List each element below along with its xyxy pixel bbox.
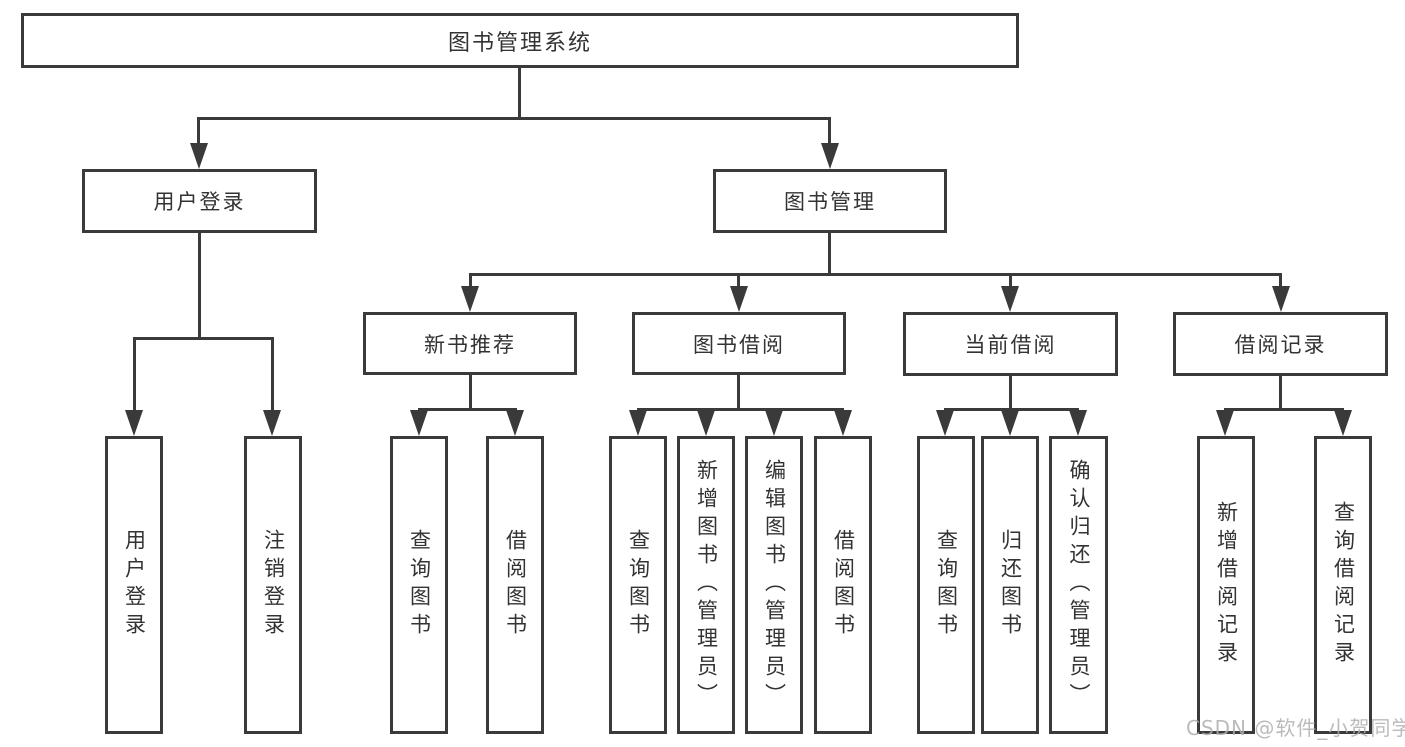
- connector-line: [637, 408, 844, 411]
- leaf-confirm-return-admin: 确认归还（管理员）: [1049, 436, 1108, 734]
- connector-line: [828, 120, 831, 144]
- arrow-down-icon: [629, 410, 647, 436]
- connector-line: [737, 276, 740, 286]
- arrow-down-icon: [834, 410, 852, 436]
- arrow-down-icon: [263, 410, 281, 436]
- arrow-down-icon: [190, 143, 208, 169]
- arrow-down-icon: [730, 286, 748, 312]
- connector-line: [418, 408, 517, 411]
- connector-line: [197, 120, 200, 144]
- leaf-user-login: 用户登录: [105, 436, 163, 734]
- connector-line: [197, 117, 831, 120]
- connector-line: [944, 408, 1079, 411]
- leaf-query-borrow-record: 查询借阅记录: [1314, 436, 1372, 734]
- leaf-query-books-3: 查询图书: [917, 436, 975, 734]
- node-book-management: 图书管理: [713, 169, 947, 233]
- arrow-down-icon: [410, 410, 428, 436]
- connector-line: [1009, 376, 1012, 408]
- arrow-down-icon: [697, 410, 715, 436]
- arrow-down-icon: [936, 410, 954, 436]
- leaf-query-books-2: 查询图书: [609, 436, 667, 734]
- node-current-borrow: 当前借阅: [903, 312, 1118, 376]
- leaf-borrow-books-2: 借阅图书: [814, 436, 872, 734]
- leaf-query-books-1: 查询图书: [390, 436, 448, 734]
- connector-line: [1224, 408, 1344, 411]
- connector-line: [518, 68, 521, 117]
- connector-line: [469, 273, 1282, 276]
- arrow-down-icon: [821, 143, 839, 169]
- arrow-down-icon: [1069, 410, 1087, 436]
- arrow-down-icon: [1272, 286, 1290, 312]
- arrow-down-icon: [125, 410, 143, 436]
- arrow-down-icon: [1216, 410, 1234, 436]
- leaf-borrow-books-1: 借阅图书: [486, 436, 544, 734]
- node-borrow-records: 借阅记录: [1173, 312, 1388, 376]
- arrow-down-icon: [765, 410, 783, 436]
- leaf-logout: 注销登录: [244, 436, 302, 734]
- connector-line: [1009, 276, 1012, 286]
- csdn-watermark: CSDN @软件_小贺同学: [1186, 716, 1405, 740]
- leaf-add-borrow-record: 新增借阅记录: [1197, 436, 1255, 734]
- connector-line: [469, 375, 472, 408]
- node-new-book-recommend: 新书推荐: [363, 312, 577, 375]
- arrow-down-icon: [1334, 410, 1352, 436]
- connector-line: [133, 337, 274, 340]
- arrow-down-icon: [1001, 286, 1019, 312]
- connector-line: [271, 340, 274, 410]
- connector-line: [737, 375, 740, 408]
- connector-line: [198, 233, 201, 337]
- connector-line: [133, 340, 136, 410]
- connector-line: [828, 233, 831, 273]
- leaf-return-book: 归还图书: [981, 436, 1039, 734]
- leaf-edit-book-admin: 编辑图书（管理员）: [745, 436, 803, 734]
- connector-line: [1279, 276, 1282, 286]
- node-library-system: 图书管理系统: [21, 13, 1019, 68]
- arrow-down-icon: [1001, 410, 1019, 436]
- connector-line: [1279, 376, 1282, 408]
- arrow-down-icon: [506, 410, 524, 436]
- connector-line: [469, 276, 472, 286]
- node-user-login: 用户登录: [82, 169, 317, 233]
- arrow-down-icon: [461, 286, 479, 312]
- node-book-borrow: 图书借阅: [632, 312, 846, 375]
- leaf-add-book-admin: 新增图书（管理员）: [677, 436, 735, 734]
